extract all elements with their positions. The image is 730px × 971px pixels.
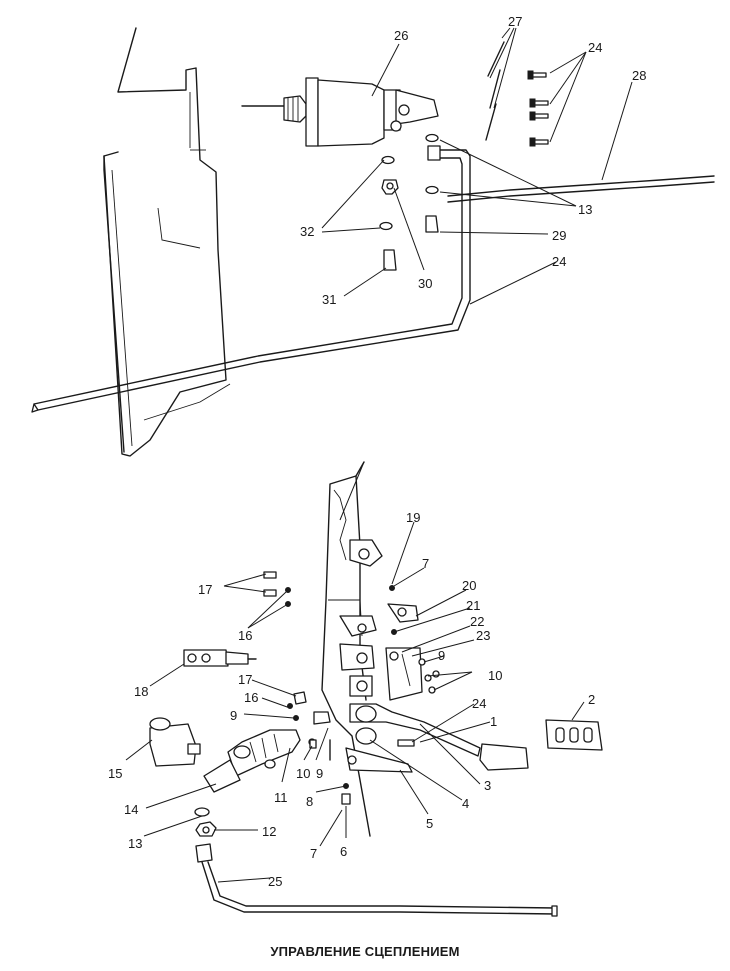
callout-28: 28 bbox=[632, 68, 646, 83]
callout-24-bottom: 24 bbox=[472, 696, 486, 711]
pedal-lever-1 bbox=[349, 703, 529, 771]
callout-12: 12 bbox=[262, 824, 276, 839]
callout-16-top: 16 bbox=[238, 628, 252, 643]
top-leaders bbox=[321, 27, 633, 305]
callout-labels: 26 27 24 28 13 32 29 30 31 24 19 7 20 17… bbox=[108, 14, 646, 889]
callout-24-pipe: 24 bbox=[552, 254, 566, 269]
callout-15: 15 bbox=[108, 766, 122, 781]
callout-11: 11 bbox=[274, 790, 288, 805]
hose-25 bbox=[201, 861, 558, 917]
callout-9-mid: 9 bbox=[316, 766, 323, 781]
callout-2: 2 bbox=[588, 692, 595, 707]
callout-25: 25 bbox=[268, 874, 282, 889]
pipe-28 bbox=[447, 175, 715, 203]
pedal-bracket-panel bbox=[321, 461, 383, 837]
callout-22: 22 bbox=[470, 614, 484, 629]
callout-14: 14 bbox=[124, 802, 138, 817]
master-cylinder-11-14 bbox=[203, 729, 316, 793]
callout-32: 32 bbox=[300, 224, 314, 239]
callout-21: 21 bbox=[466, 598, 480, 613]
callout-30: 30 bbox=[418, 276, 432, 291]
callout-5: 5 bbox=[426, 816, 433, 831]
callout-4: 4 bbox=[462, 796, 469, 811]
bottom-leaders bbox=[125, 461, 585, 883]
fitting-pipe-24-top bbox=[31, 145, 471, 413]
callout-13-bottom: 13 bbox=[128, 836, 142, 851]
callout-10-right: 10 bbox=[488, 668, 502, 683]
callout-23: 23 bbox=[476, 628, 490, 643]
callout-18: 18 bbox=[134, 684, 148, 699]
diagram-caption: УПРАВЛЕНИЕ СЦЕПЛЕНИЕМ bbox=[270, 944, 460, 959]
callout-17-mid: 17 bbox=[238, 672, 252, 687]
reservoir-15 bbox=[149, 717, 201, 767]
callout-16-mid: 16 bbox=[244, 690, 258, 705]
bolts-24-top bbox=[527, 70, 549, 147]
callout-3: 3 bbox=[484, 778, 491, 793]
callout-6: 6 bbox=[340, 844, 347, 859]
callout-29: 29 bbox=[552, 228, 566, 243]
fittings-top-29-30-31-32 bbox=[379, 133, 439, 271]
clutch-booster-26 bbox=[241, 77, 439, 147]
callout-7-top: 7 bbox=[422, 556, 429, 571]
callout-31: 31 bbox=[322, 292, 336, 307]
callout-13-top: 13 bbox=[578, 202, 592, 217]
callout-24-bolts: 24 bbox=[588, 40, 602, 55]
callout-1: 1 bbox=[490, 714, 497, 729]
callout-19: 19 bbox=[406, 510, 420, 525]
callout-7-bottom: 7 bbox=[310, 846, 317, 861]
pins-27 bbox=[485, 41, 505, 141]
valve-18 bbox=[183, 649, 257, 667]
callout-9-left: 9 bbox=[230, 708, 237, 723]
hose-fitting-12-13 bbox=[194, 807, 217, 863]
spring-bracket-20-23 bbox=[385, 603, 423, 701]
lever-5 bbox=[345, 747, 413, 773]
cab-panel-top bbox=[103, 27, 231, 457]
callout-27: 27 bbox=[508, 14, 522, 29]
callout-17-top: 17 bbox=[198, 582, 212, 597]
callout-8: 8 bbox=[306, 794, 313, 809]
callout-26: 26 bbox=[394, 28, 408, 43]
callout-10-mid: 10 bbox=[296, 766, 310, 781]
callout-20: 20 bbox=[462, 578, 476, 593]
callout-9-right: 9 bbox=[438, 648, 445, 663]
pedal-pad-2 bbox=[545, 719, 603, 751]
